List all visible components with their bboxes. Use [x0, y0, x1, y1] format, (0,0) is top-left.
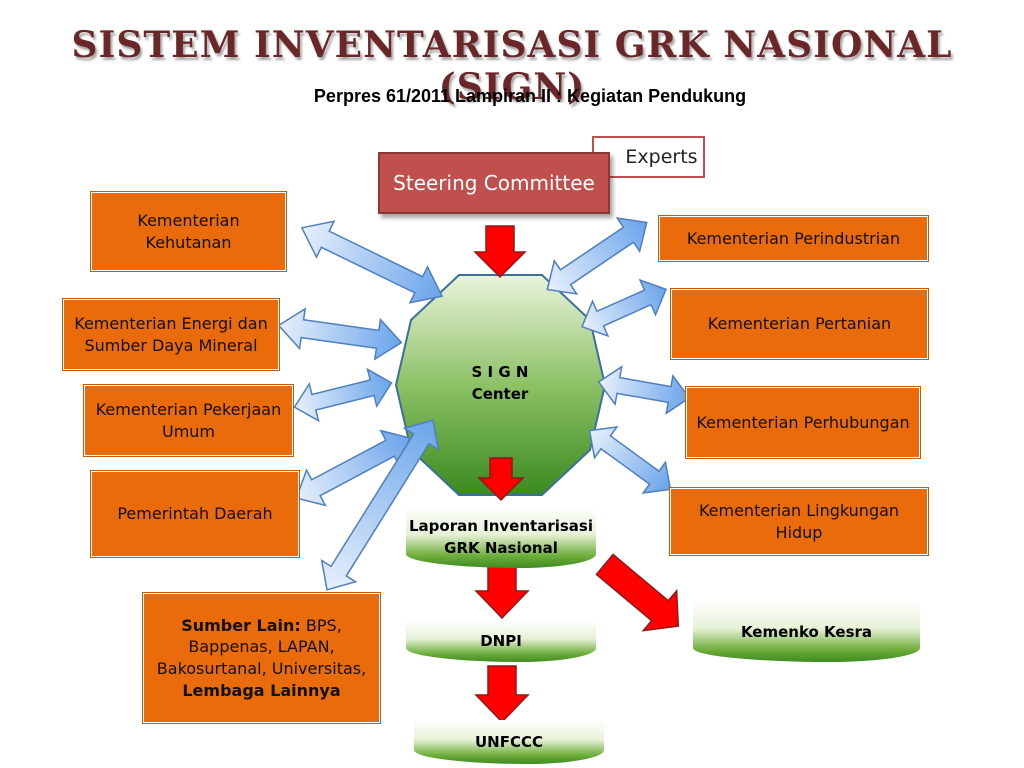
flow-arrows	[473, 225, 680, 724]
sign-center-title: S I G N	[471, 363, 529, 381]
double-arrow-icon	[320, 419, 440, 591]
steering-committee-box: Steering Committee	[378, 152, 610, 214]
report-label: Laporan Inventarisasi GRK Nasional	[409, 516, 593, 557]
kemenko-label: Kemenko Kesra	[740, 622, 873, 641]
double-arrow-icon	[546, 217, 648, 295]
institution-label: Pemerintah Daerah	[117, 504, 273, 524]
arrow-down-icon	[474, 665, 530, 724]
institution-box: Kementerian Perindustrian	[658, 215, 929, 262]
institution-box: Kementerian Energi dan Sumber Daya Miner…	[62, 298, 280, 371]
kemenko-box: Kemenko Kesra	[693, 601, 920, 662]
other-sources-text: Sumber Lain: BPS, Bappenas, LAPAN, Bakos…	[150, 615, 373, 701]
institution-label: Kementerian Energi dan Sumber Daya Miner…	[74, 313, 268, 355]
other-sources-list: BPS, Bappenas, LAPAN, Bakosurtanal, Univ…	[156, 615, 367, 678]
double-arrow-icon	[580, 278, 668, 338]
experts-label: Experts	[625, 146, 698, 168]
steering-committee-label: Steering Committee	[393, 171, 595, 195]
double-arrow-icon	[295, 429, 411, 507]
institution-box: Kementerian Pertanian	[670, 288, 929, 360]
exchange-arrows	[277, 217, 691, 591]
institution-box: Kementerian Perhubungan	[685, 386, 921, 459]
institution-box: Pemerintah Daerah	[90, 470, 300, 558]
arrow-down-icon	[473, 225, 527, 279]
sign-center-subtitle: Center	[471, 384, 529, 403]
page-subtitle: Perpres 61/2011 Lampiran II : Kegiatan P…	[313, 86, 747, 106]
institution-label: Kementerian Kehutanan	[137, 210, 240, 252]
unfccc-label: UNFCCC	[474, 733, 543, 751]
dnpi-box: DNPI	[406, 620, 596, 662]
double-arrow-icon	[293, 367, 393, 423]
institution-label: Kementerian Pekerjaan Umum	[95, 399, 282, 441]
arrow-down-icon	[477, 457, 525, 502]
double-arrow-icon	[277, 307, 403, 361]
arrow-down-icon	[474, 561, 530, 620]
experts-box: Experts	[592, 136, 705, 178]
institution-label: Kementerian Lingkungan Hidup	[698, 500, 900, 542]
report-box: Laporan Inventarisasi GRK Nasional	[406, 507, 596, 568]
unfccc-box: UNFCCC	[414, 720, 604, 764]
dnpi-label: DNPI	[480, 632, 522, 650]
other-sources-extra: Lembaga Lainnya	[182, 680, 341, 700]
sign-center-label: S I G N Center	[440, 362, 560, 406]
institution-label: Kementerian Pertanian	[707, 314, 892, 334]
institution-box: Kementerian Kehutanan	[90, 191, 287, 272]
institution-label: Kementerian Perindustrian	[686, 228, 901, 248]
institution-box: Kementerian Pekerjaan Umum	[83, 384, 294, 457]
institution-label: Kementerian Perhubungan	[696, 412, 910, 432]
other-sources-heading: Sumber Lain:	[181, 615, 301, 635]
institution-box: Kementerian Lingkungan Hidup	[669, 487, 929, 556]
other-sources-box: Sumber Lain: BPS, Bappenas, LAPAN, Bakos…	[142, 592, 381, 724]
double-arrow-icon	[300, 220, 444, 304]
page-title: SISTEM INVENTARISASI GRK NASIONAL (SIGN)	[71, 24, 953, 108]
arrow-diagonal-icon	[595, 553, 680, 632]
sign-center-shape	[394, 274, 607, 496]
double-arrow-icon	[597, 365, 691, 415]
